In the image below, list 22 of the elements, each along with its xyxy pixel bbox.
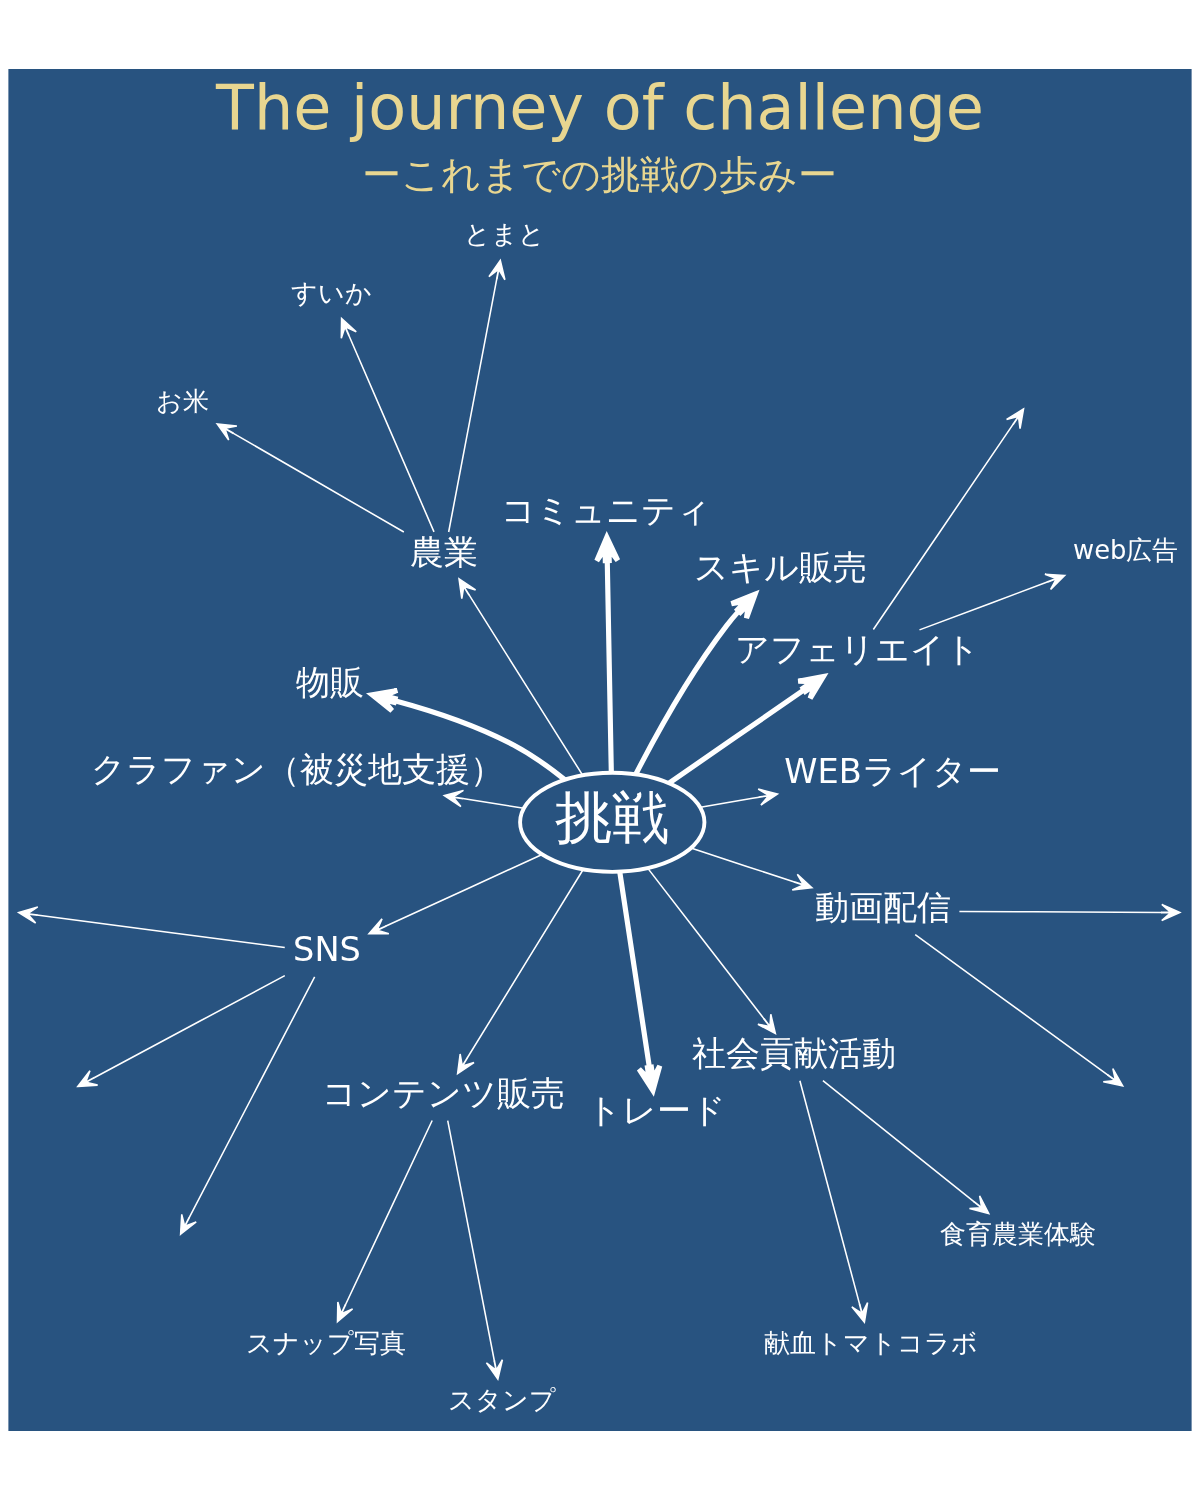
- node-text: web広告: [1073, 535, 1179, 566]
- node-text: WEBライター: [784, 751, 1001, 791]
- diagram-title: The journey of challenge: [216, 70, 984, 144]
- node-text: 食育農業体験: [940, 1219, 1097, 1250]
- node-text: スナップ写真: [246, 1327, 407, 1358]
- node-text: スキル販売: [694, 547, 868, 587]
- node-text: すいか: [290, 277, 372, 308]
- node-text: コンテンツ販売: [321, 1074, 565, 1114]
- node-text: コミュニティ: [501, 491, 712, 531]
- node-text: お米: [155, 386, 209, 417]
- node-text: 献血トマトコラボ: [763, 1328, 978, 1359]
- node-text: トレード: [586, 1091, 726, 1131]
- node-text: SNS: [293, 930, 361, 970]
- node-text: 動画配信: [815, 888, 951, 928]
- node-text: とまと: [464, 219, 546, 250]
- node-text: スタンプ: [448, 1385, 557, 1416]
- node-text: 物販: [295, 662, 364, 702]
- node-text: アフェリエイト: [734, 630, 980, 670]
- label: ーこれまでの挑戦の歩みー: [361, 151, 837, 197]
- node-text: クラファン（被災地支援）: [91, 749, 505, 789]
- node-text: 社会貢献活動: [691, 1034, 896, 1074]
- node-text: 農業: [410, 532, 479, 572]
